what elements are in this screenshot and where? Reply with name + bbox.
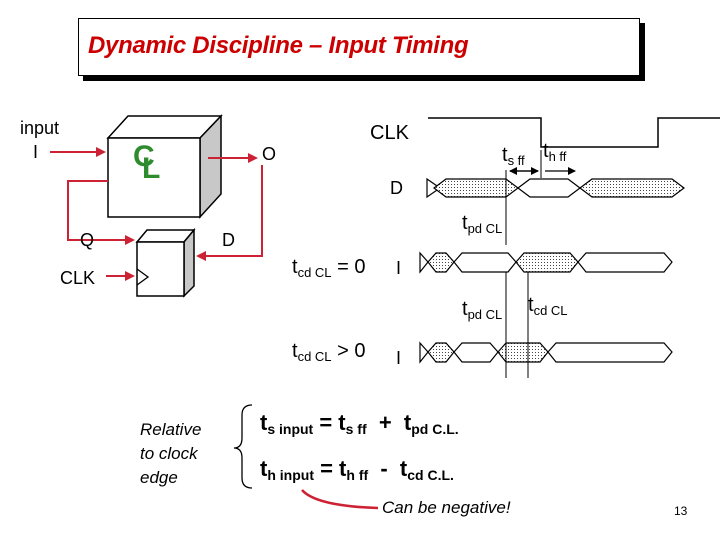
- input-label: input: [20, 118, 60, 138]
- hold-equation: th input = th ff - tcd C.L.: [260, 456, 454, 483]
- timing-guides: [505, 150, 542, 378]
- d-wire: [196, 165, 263, 261]
- clk-label-circuit: CLK: [60, 268, 96, 288]
- tpd-cl-mid-label: tpd CL: [462, 298, 503, 322]
- callout-text: Can be negative!: [382, 498, 511, 517]
- relative-line-1: Relative: [140, 420, 202, 439]
- setup-equation: ts input = ts ff + tpd C.L.: [260, 410, 459, 437]
- brace: [233, 404, 253, 489]
- o-label: O: [262, 144, 277, 164]
- relative-line-2: to clock: [140, 444, 198, 463]
- i-label-1: I: [396, 258, 402, 278]
- tcd-zero-label: tcd CL = 0: [292, 256, 366, 280]
- cl-block: [106, 114, 223, 219]
- i-waveform-2: [419, 341, 673, 364]
- cl-text-c: C: [133, 140, 155, 173]
- clk-label-timing: CLK: [370, 122, 409, 144]
- callout-curve: [301, 489, 379, 510]
- title-box: [78, 18, 640, 76]
- page-number: 13: [674, 504, 688, 518]
- slide-title: Dynamic Discipline – Input Timing: [88, 32, 469, 59]
- feedback-wire: [67, 180, 135, 245]
- i-label-2: I: [396, 348, 402, 368]
- th-ff-label: th ff: [543, 140, 567, 164]
- i-waveform-1: [419, 251, 673, 274]
- d-label-circuit: D: [222, 230, 235, 250]
- d-waveform: [426, 177, 685, 199]
- q-label: Q: [80, 230, 95, 250]
- tcd-cl-mid-label: tcd CL: [528, 294, 568, 318]
- tpd-cl-top-label: tpd CL: [462, 212, 503, 236]
- input-i-label: I: [33, 142, 39, 162]
- d-label-timing: D: [390, 178, 403, 198]
- cl-text-l: L: [142, 152, 161, 185]
- circuit-wires: [50, 147, 263, 281]
- relative-line-3: edge: [140, 468, 178, 487]
- ts-ff-label: ts ff: [502, 144, 525, 168]
- tcd-pos-label: tcd CL > 0: [292, 340, 366, 364]
- clk-waveform: [428, 117, 720, 148]
- register-block: [135, 227, 196, 298]
